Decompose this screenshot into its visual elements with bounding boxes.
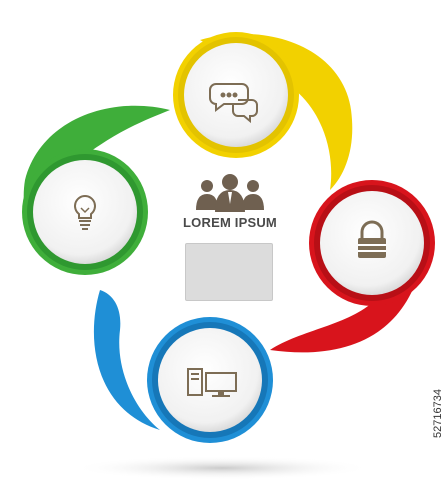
photo-placeholder: [185, 243, 273, 301]
green-swoosh: [23, 105, 170, 255]
chat-bubbles-icon: [209, 83, 258, 124]
red-node: [309, 180, 435, 306]
green-node: [22, 149, 148, 275]
team-icon: [196, 174, 264, 212]
yellow-swoosh: [200, 33, 353, 191]
floor-shadow: [72, 456, 372, 480]
yellow-node: [173, 32, 299, 158]
blue-node: [147, 317, 273, 443]
center-title: LOREM IPSUM: [183, 215, 277, 230]
padlock-icon: [358, 220, 386, 258]
computer-icon: [187, 368, 237, 397]
stock-id: 52716734: [432, 389, 444, 438]
lightbulb-icon: [74, 194, 96, 230]
blue-swoosh: [93, 290, 160, 430]
